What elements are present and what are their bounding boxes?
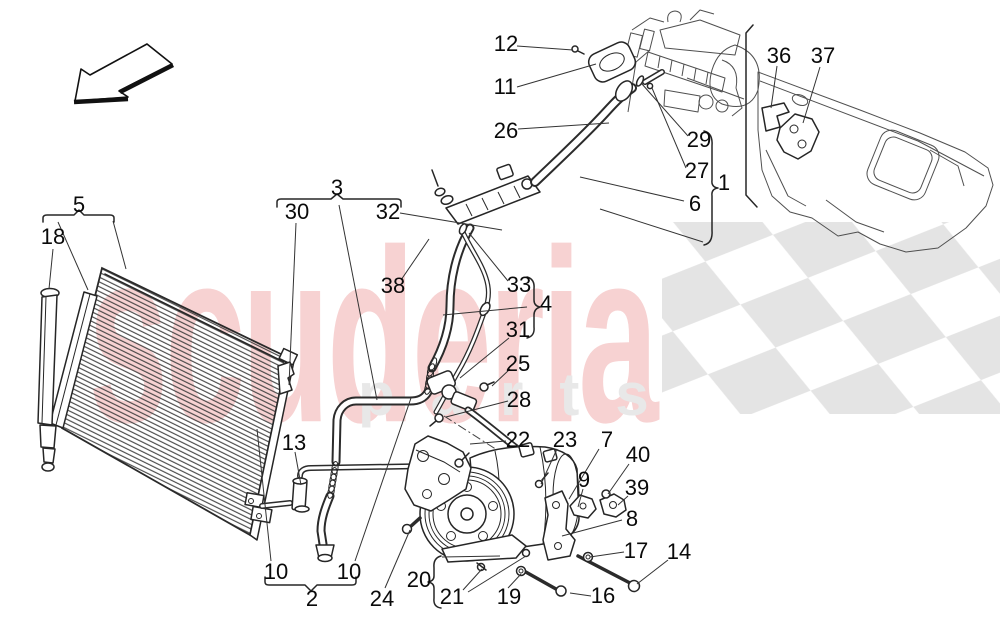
suction-hose [315,223,475,563]
callout-9: 9 [577,467,591,492]
screw-27 [646,82,654,90]
callout-33: 33 [506,272,532,297]
callout-27: 27 [684,158,710,183]
direction-arrow [73,43,175,105]
washer-19 [515,565,527,577]
nut-40 [601,489,611,499]
pipe-manifold [431,163,541,225]
bolt-22 [454,458,464,468]
callout-1: 1 [717,170,731,195]
group-braces [42,130,719,609]
bolt-24 [401,523,413,535]
mount-brackets [542,489,627,561]
callout-32: 32 [375,199,401,224]
brace-4 [526,276,541,339]
callout-8: 8 [625,506,639,531]
callout-4: 4 [539,291,553,316]
callout-6: 6 [688,191,702,216]
callout-11: 11 [493,74,517,99]
callout-17: 17 [623,538,649,563]
o-ring-29 [635,75,645,87]
callout-21: 21 [439,584,465,609]
bracket-37 [776,113,820,160]
callout-14: 14 [666,539,692,564]
callout-29: 29 [686,127,712,152]
brace-1 [703,130,719,246]
hose-braid-lower [327,461,339,499]
bolt-25 [479,382,489,392]
mount-plate [441,534,531,572]
body-panel-drawing [757,71,994,253]
bolt-16 [555,585,567,597]
brace-5 [42,209,115,223]
hose-braid-upper [424,357,438,395]
detail-box-divider [745,24,758,208]
callout-30: 30 [284,199,310,224]
screw-28 [434,413,444,423]
callout-40: 40 [625,442,651,467]
condenser [49,266,299,541]
callout-10: 10 [336,559,362,584]
callout-2: 2 [305,586,319,611]
checkered-flag-watermark [662,222,1000,414]
bolt-23 [534,479,544,489]
gasket-11 [587,41,637,83]
fasteners [401,516,641,597]
bracket-9 [569,494,597,519]
callout-26: 26 [493,118,519,143]
detail-box [745,24,994,253]
compressor-port [518,442,535,458]
callout-31: 31 [505,317,531,342]
callout-37: 37 [810,43,836,68]
callout-20: 20 [406,567,432,592]
engine-hose [530,41,665,187]
callout-36: 36 [766,43,792,68]
stud-21 [521,548,531,558]
watermark-sub: parts [358,361,685,428]
callout-13: 13 [281,430,307,455]
callout-39: 39 [624,475,650,500]
bracket-36 [761,102,790,132]
brace-2 [264,576,357,592]
receiver-drier [37,287,60,472]
callout-10: 10 [263,559,289,584]
callout-3: 3 [330,175,344,200]
callout-12: 12 [493,31,519,56]
leader-lines [48,45,821,597]
callout-16: 16 [590,583,616,608]
condenser-tank [49,291,98,429]
callout-18: 18 [40,224,66,249]
bracket-8 [542,490,576,561]
pipe-clamp-30 [277,361,295,395]
callout-25: 25 [505,351,531,376]
callout-38: 38 [380,273,406,298]
callout-7: 7 [600,427,614,452]
bolt-14 [627,579,641,593]
bush-39 [599,493,627,518]
callout-24: 24 [369,586,395,611]
brace-3 [276,193,402,208]
callout-22: 22 [505,427,531,452]
callout-23: 23 [552,427,578,452]
callout-5: 5 [72,192,86,217]
compressor-bracket [404,435,472,512]
callout-19: 19 [496,584,522,609]
callout-28: 28 [506,387,532,412]
screw-12 [571,45,579,53]
engine-context-drawing [625,9,760,117]
brace-20 [427,555,442,609]
